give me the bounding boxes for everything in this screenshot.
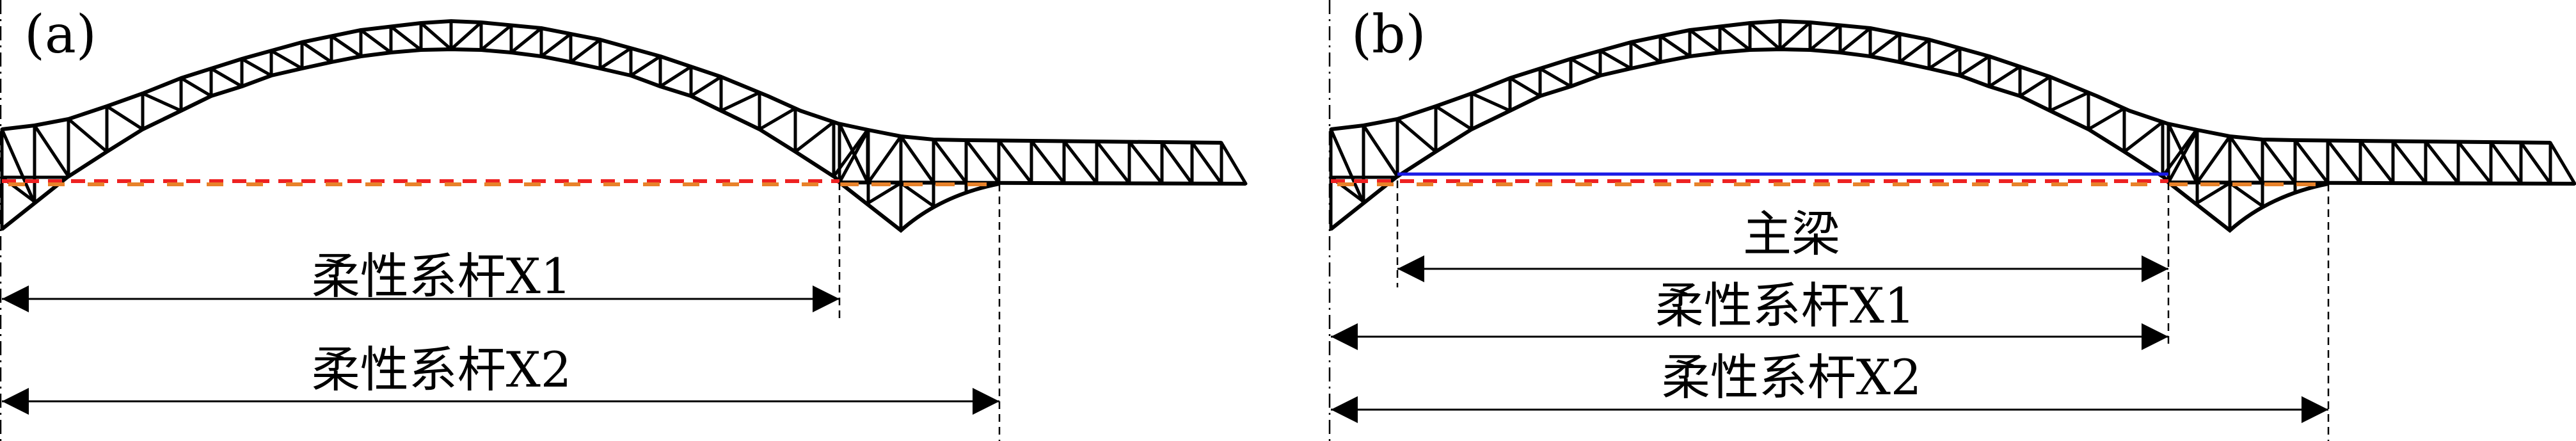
- truss-diagonal: [141, 92, 183, 113]
- truss-diagonal: [359, 28, 393, 54]
- truss-diagonal: [1987, 65, 2022, 88]
- panel-label: (a): [24, 4, 97, 65]
- truss-diagonal: [1688, 28, 1722, 54]
- panel-a: (a) 柔性系杆X1 柔性系杆X2: [0, 0, 1248, 441]
- truss-diagonal: [2456, 140, 2493, 186]
- truss-diagonal: [2489, 140, 2523, 186]
- truss-diagonal: [539, 32, 573, 58]
- truss-diagonal: [2391, 140, 2428, 185]
- bridge-truss: [0, 0, 1248, 441]
- truss-diagonal: [1329, 127, 1365, 205]
- truss-diagonal: [1190, 141, 1223, 186]
- truss-diagonal: [838, 122, 870, 184]
- deck-end-diagonal: [2548, 141, 2576, 186]
- truss-diagonal: [1470, 92, 1512, 113]
- truss-diagonal: [2087, 106, 2126, 131]
- truss-diagonal: [1718, 25, 1752, 52]
- truss-diagonal: [866, 134, 903, 184]
- truss-diagonal: [758, 106, 797, 131]
- truss-diagonal: [2228, 134, 2264, 184]
- truss-diagonal: [719, 91, 761, 113]
- truss-diagonal: [33, 124, 70, 179]
- truss-diagonal: [1508, 76, 1542, 98]
- truss-diagonal: [105, 104, 145, 131]
- truss-diagonal: [1838, 26, 1872, 54]
- dimension-label-x1: 柔性系杆X1: [1655, 277, 1915, 334]
- truss-diagonal: [569, 38, 602, 64]
- truss-diagonal: [419, 21, 453, 51]
- deck-end-diagonal: [1220, 141, 1248, 186]
- truss-diagonal: [389, 25, 423, 52]
- truss-diagonal: [964, 138, 1001, 185]
- truss-diagonal: [689, 75, 723, 98]
- truss-diagonal: [300, 40, 333, 64]
- truss-diagonal: [793, 120, 836, 154]
- truss-diagonal: [2519, 141, 2552, 186]
- lower-diagonal: [866, 181, 903, 205]
- lower-v-chord: [838, 180, 1000, 233]
- truss-diagonal: [932, 138, 968, 185]
- truss-diagonal: [209, 67, 244, 88]
- truss-diagonal: [1095, 140, 1131, 185]
- truss-diagonal: [1898, 38, 1931, 64]
- truss-diagonal: [1629, 40, 1662, 64]
- truss-diagonal: [2261, 138, 2297, 185]
- truss-diagonal: [899, 134, 935, 184]
- truss-diagonal: [330, 35, 363, 58]
- truss-diagonal: [1395, 117, 1438, 154]
- truss-diagonal: [2424, 140, 2460, 185]
- truss-diagonal: [2167, 128, 2199, 184]
- dimension-label-main-beam: 主梁: [1743, 205, 1840, 262]
- truss-diagonal: [449, 20, 483, 51]
- truss-diagonal: [1778, 20, 1812, 51]
- truss-diagonal: [2293, 138, 2330, 185]
- truss-diagonal: [2167, 122, 2198, 184]
- truss-diagonal: [67, 117, 109, 154]
- truss-diagonal: [2122, 120, 2165, 154]
- dimension-label-x2: 柔性系杆X2: [312, 341, 571, 398]
- truss-diagonal: [1598, 49, 1633, 70]
- truss-diagonal: [629, 54, 662, 77]
- truss-diagonal: [598, 46, 633, 70]
- truss-diagonal: [1160, 140, 1194, 186]
- lower-diagonal: [2195, 181, 2232, 205]
- truss-diagonal: [2048, 91, 2090, 113]
- panel-label: (b): [1351, 4, 1426, 65]
- truss-diagonal: [1927, 46, 1962, 70]
- truss-diagonal: [179, 76, 213, 98]
- dimension-label-x1: 柔性系杆X1: [312, 248, 571, 305]
- truss-diagonal: [838, 128, 870, 184]
- truss-diagonal: [1062, 140, 1099, 185]
- truss-diagonal: [1362, 124, 1399, 179]
- dimension-label-x2: 柔性系杆X2: [1662, 349, 1921, 406]
- truss-diagonal: [1958, 54, 1991, 77]
- lower-diagonal: [899, 181, 935, 208]
- panel-b: (b) 主梁 柔性系杆X1 柔性系杆X2: [1328, 0, 2576, 441]
- truss-diagonal: [1748, 21, 1782, 51]
- lower-diagonal: [2228, 181, 2264, 208]
- truss-diagonal: [2018, 75, 2052, 98]
- truss-diagonal: [0, 127, 36, 205]
- bridge-truss: [1328, 0, 2576, 441]
- truss-diagonal: [2326, 139, 2362, 185]
- lower-v-chord: [2167, 180, 2329, 233]
- truss-diagonal: [1808, 24, 1842, 52]
- truss-diagonal: [479, 24, 513, 52]
- truss-diagonal: [1658, 35, 1692, 58]
- truss-diagonal: [1127, 140, 1164, 186]
- truss-diagonal: [1538, 67, 1573, 88]
- truss-diagonal: [509, 26, 543, 54]
- truss-diagonal: [2195, 134, 2232, 184]
- truss-diagonal: [1434, 104, 1474, 131]
- truss-diagonal: [1868, 32, 1902, 58]
- truss-diagonal: [658, 65, 693, 88]
- truss-diagonal: [269, 49, 304, 70]
- truss-diagonal: [997, 139, 1033, 185]
- truss-diagonal: [1030, 139, 1066, 185]
- truss-diagonal: [2358, 139, 2395, 185]
- truss-diagonal: [1569, 57, 1602, 77]
- truss-diagonal: [240, 57, 273, 77]
